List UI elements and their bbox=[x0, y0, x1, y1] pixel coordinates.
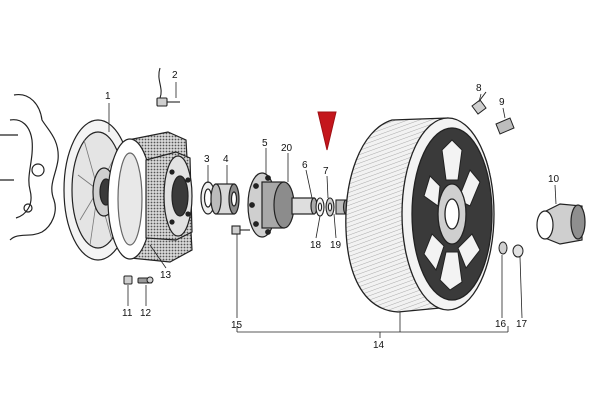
wheel-stud bbox=[231, 225, 250, 235]
label-12: 12 bbox=[140, 308, 152, 319]
label-16: 16 bbox=[495, 319, 507, 330]
part-labels: 1 2 3 4 5 6 7 8 9 10 11 12 13 14 15 16 1… bbox=[105, 70, 560, 351]
small-cap-nuts bbox=[498, 241, 524, 258]
label-15: 15 bbox=[231, 320, 243, 331]
label-3: 3 bbox=[204, 154, 210, 165]
label-20: 20 bbox=[281, 143, 293, 154]
label-2: 2 bbox=[172, 70, 178, 81]
label-11: 11 bbox=[122, 308, 133, 319]
label-6: 6 bbox=[302, 160, 308, 171]
tyre-valve bbox=[471, 91, 487, 115]
label-8: 8 bbox=[476, 83, 482, 94]
label-18: 18 bbox=[310, 240, 322, 251]
label-13: 13 bbox=[160, 270, 172, 281]
label-10: 10 bbox=[548, 174, 560, 185]
washers-and-nut bbox=[315, 197, 350, 217]
stub-axle bbox=[291, 197, 318, 215]
brake-drum bbox=[107, 131, 193, 263]
label-5: 5 bbox=[262, 138, 268, 149]
bleed-screw-and-wire bbox=[156, 67, 180, 107]
label-17: 17 bbox=[516, 319, 528, 330]
leader-lines bbox=[108, 82, 557, 338]
drum-screw bbox=[123, 275, 154, 285]
balance-weight bbox=[495, 117, 515, 135]
hub-cap bbox=[536, 203, 586, 245]
suspension-upright bbox=[0, 93, 59, 241]
label-9: 9 bbox=[499, 97, 505, 108]
label-7: 7 bbox=[323, 166, 329, 177]
label-14: 14 bbox=[373, 340, 385, 351]
red-arrow-marker-icon bbox=[317, 111, 337, 151]
label-19: 19 bbox=[330, 240, 342, 251]
inner-bearing bbox=[210, 183, 240, 215]
label-1: 1 bbox=[105, 91, 111, 102]
wheel bbox=[345, 117, 495, 313]
label-4: 4 bbox=[223, 154, 229, 165]
hub-flange bbox=[247, 172, 295, 238]
